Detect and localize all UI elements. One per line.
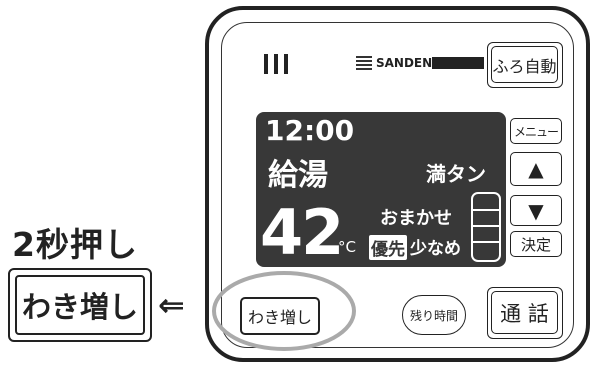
temperature-unit: °C	[338, 238, 356, 256]
level-segment	[473, 209, 499, 211]
level-segment	[473, 241, 499, 243]
logo-mark-icon	[356, 56, 372, 70]
wakimashi-callout-button: わき増し	[8, 268, 152, 342]
omakase-text: おまかせ	[380, 208, 452, 229]
remaining-time-button[interactable]: 残り時間	[402, 295, 466, 335]
down-button[interactable]: ▼	[510, 195, 562, 226]
menu-button[interactable]: メニュー	[510, 118, 562, 144]
brand-name: SANDEN	[376, 56, 433, 70]
furo-auto-button[interactable]: ふろ自動	[491, 46, 558, 83]
hot-water-level-gauge	[471, 192, 501, 262]
full-tank-text: 満タン	[426, 162, 486, 186]
lcd-display: 12:00 給湯 満タン 42 °C おまかせ 優先 少なめ	[256, 112, 506, 269]
hold-instruction: 2秒押し	[12, 225, 138, 264]
confirm-button[interactable]: 決定	[510, 231, 562, 257]
remote-face	[221, 22, 574, 348]
logo-bar	[432, 57, 485, 69]
speaker-grille-icon	[264, 54, 294, 78]
temperature-value: 42	[260, 196, 344, 269]
talk-button[interactable]: 通 話	[491, 291, 558, 334]
wakimashi-callout-label: わき増し	[15, 275, 145, 335]
furo-auto-frame: ふろ自動	[487, 42, 563, 88]
wakimashi-button[interactable]: わき増し	[240, 297, 320, 335]
clock-text: 12:00	[265, 114, 355, 147]
sukuname-text: 少なめ	[410, 239, 461, 259]
level-segment	[473, 225, 499, 227]
highlight-ellipse	[212, 271, 356, 351]
brand-logo: SANDEN	[356, 56, 485, 70]
yusen-badge: 優先	[369, 235, 407, 260]
talk-frame: 通 話	[487, 287, 563, 339]
mode-text: 給湯	[268, 158, 328, 193]
up-button[interactable]: ▲	[510, 152, 562, 186]
left-arrow-icon: ⇐	[158, 286, 185, 324]
